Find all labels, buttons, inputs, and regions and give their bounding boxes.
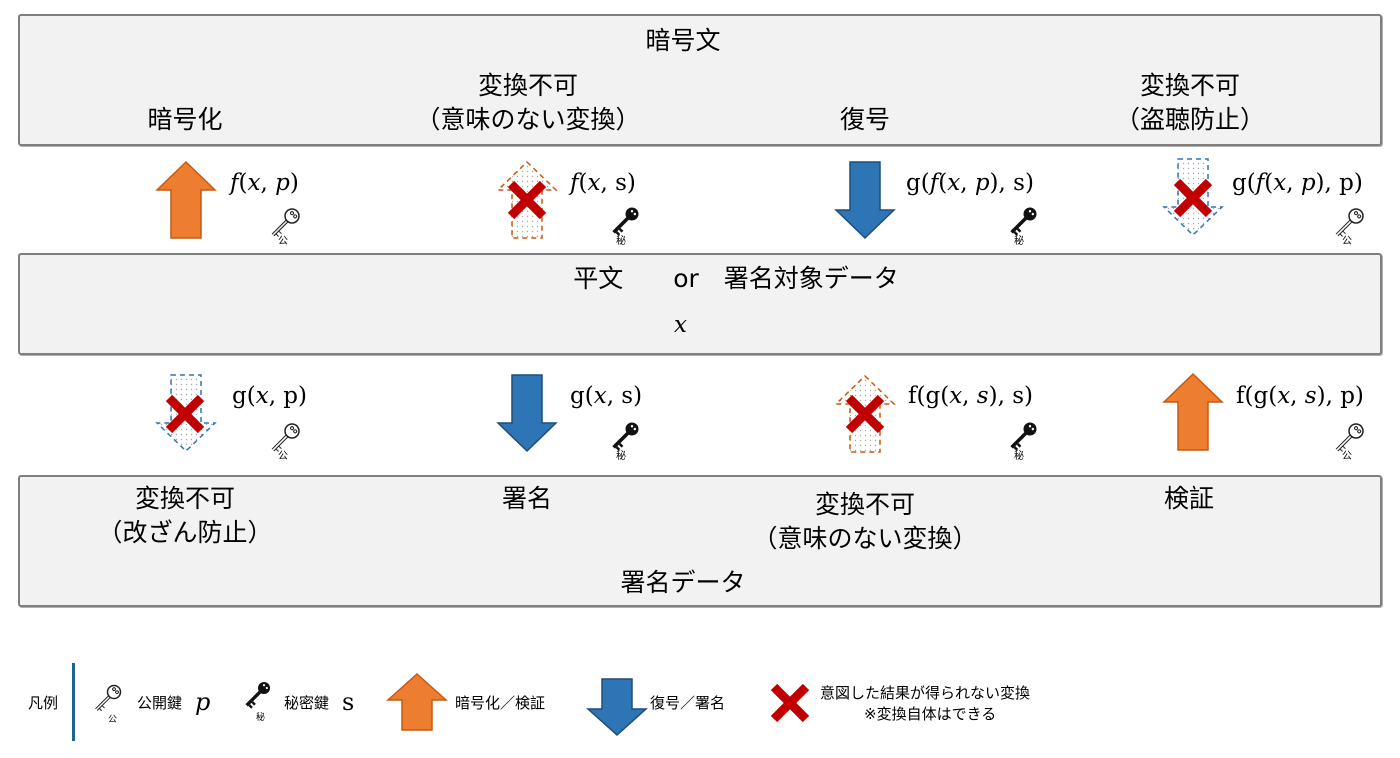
label-invalid-eavesdrop-a: 変換不可 xyxy=(1139,71,1241,100)
down-arrow-icon xyxy=(834,161,896,240)
formula-f-x-s: f(x, s) xyxy=(570,170,636,196)
formula-f-g-s: f(g(x, s), s) xyxy=(908,383,1033,409)
cross-icon xyxy=(507,180,547,220)
legend-cross-icon xyxy=(770,683,810,723)
public-key-icon: 公 xyxy=(95,680,130,725)
public-key-icon: 公 xyxy=(1335,202,1374,247)
secret-key-icon: 秘 xyxy=(1008,417,1046,462)
formula-g-x-s: g(x, s) xyxy=(570,383,643,409)
label-invalid-meaningless-1a: 変換不可 xyxy=(477,71,579,100)
cross-icon xyxy=(1173,178,1213,218)
svg-text:秘: 秘 xyxy=(1014,449,1024,462)
secret-key-icon: 秘 xyxy=(610,202,648,247)
label-invalid-meaningless-1b: （意味のない変換） xyxy=(415,105,641,134)
svg-text:公: 公 xyxy=(278,451,288,462)
down-arrow-icon xyxy=(496,374,558,453)
legend-up-arrow-icon xyxy=(386,672,448,731)
legend-cross-label-2: ※変換自体はできる xyxy=(864,705,997,723)
label-invalid-meaningless-2a: 変換不可 xyxy=(814,490,916,519)
secret-key-icon: 秘 xyxy=(610,417,648,462)
label-encrypt: 暗号化 xyxy=(147,105,223,134)
public-key-icon: 公 xyxy=(271,202,310,247)
svg-text:秘: 秘 xyxy=(616,449,626,462)
legend-public-key-symbol: p xyxy=(195,688,211,716)
label-invalid-meaningless-2b: （意味のない変換） xyxy=(752,524,978,553)
plaintext-var: x xyxy=(674,312,687,338)
svg-text:秘: 秘 xyxy=(1014,234,1024,247)
svg-text:公: 公 xyxy=(1342,236,1352,247)
legend-divider xyxy=(72,663,75,741)
plaintext-box xyxy=(18,253,1382,355)
formula-g-f-p: g(f(x, p), p) xyxy=(1232,170,1363,196)
label-sign: 署名 xyxy=(501,484,553,513)
formula-f-x-p: f(x, p) xyxy=(230,170,299,196)
legend-cross-label-1: 意図した結果が得られない変換 xyxy=(820,684,1031,702)
svg-text:公: 公 xyxy=(278,236,288,247)
formula-g-f-s: g(f(x, p), s) xyxy=(906,170,1034,196)
legend-secret-key-label: 秘密鍵 xyxy=(284,694,330,712)
legend-title: 凡例 xyxy=(28,694,59,712)
label-verify: 検証 xyxy=(1163,484,1215,513)
signature-data-title: 署名データ xyxy=(620,568,746,597)
signature-data-box xyxy=(18,475,1382,607)
formula-f-g-p: f(g(x, s), p) xyxy=(1236,383,1364,409)
legend-down-arrow-icon xyxy=(586,678,648,737)
public-key-icon: 公 xyxy=(1335,417,1374,462)
label-decrypt: 復号 xyxy=(839,105,891,134)
label-invalid-tamper-b: （改ざん防止） xyxy=(97,518,273,547)
plaintext-title: 平文 or 署名対象データ xyxy=(573,264,899,293)
cross-icon xyxy=(165,394,205,434)
secret-key-icon: 秘 xyxy=(1008,202,1046,247)
cross-icon xyxy=(845,394,885,434)
svg-text:秘: 秘 xyxy=(616,234,626,247)
ciphertext-title: 暗号文 xyxy=(645,26,721,55)
legend-up-arrow-label: 暗号化／検証 xyxy=(455,694,546,712)
svg-text:公: 公 xyxy=(1342,451,1352,462)
svg-text:公: 公 xyxy=(108,714,117,725)
secret-key-icon: 秘 xyxy=(244,678,278,723)
formula-g-x-p: g(x, p) xyxy=(232,383,308,409)
up-arrow-icon xyxy=(155,160,217,239)
legend-secret-key-symbol: s xyxy=(342,688,355,716)
ciphertext-box xyxy=(18,14,1382,146)
public-key-icon: 公 xyxy=(271,417,310,462)
legend-public-key-label: 公開鍵 xyxy=(137,694,183,712)
legend-down-arrow-label: 復号／署名 xyxy=(650,694,726,712)
label-invalid-tamper-a: 変換不可 xyxy=(134,484,236,513)
up-arrow-icon xyxy=(1162,372,1224,451)
label-invalid-eavesdrop-b: （盗聴防止） xyxy=(1114,105,1266,134)
svg-text:秘: 秘 xyxy=(256,711,265,723)
